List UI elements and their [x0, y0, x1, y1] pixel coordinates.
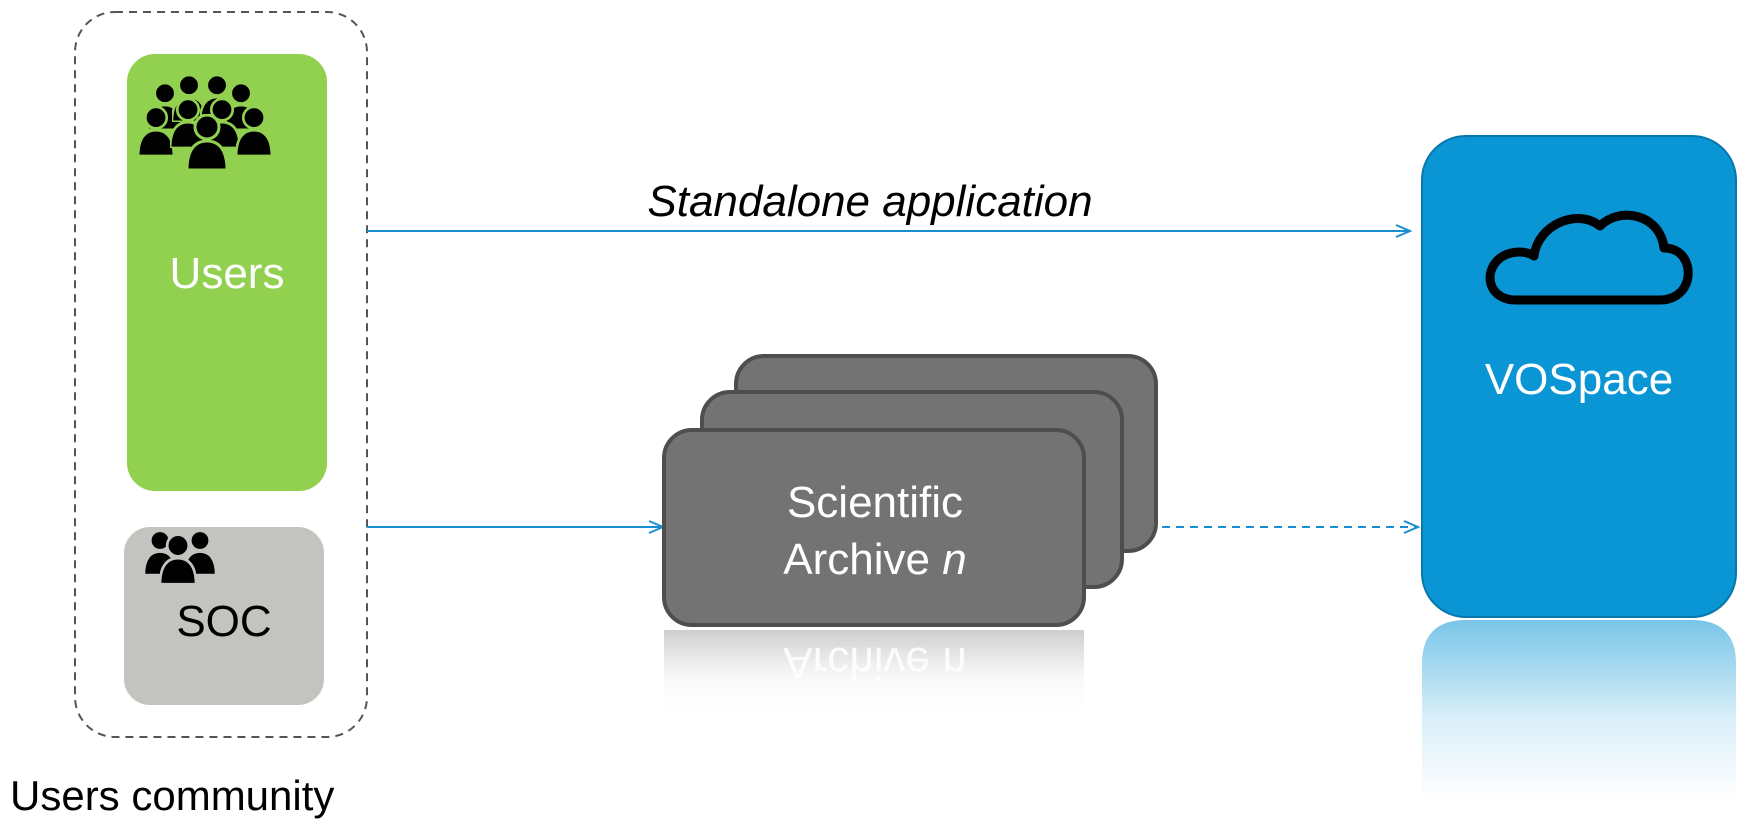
users-community-group-border: [74, 11, 368, 738]
users-community-caption: Users community: [10, 772, 334, 819]
soc-box[interactable]: SOC: [124, 527, 324, 705]
soc-label: SOC: [176, 597, 271, 646]
vospace-label: VOSpace: [1485, 355, 1673, 404]
archive-label-line1: Scientific: [787, 478, 963, 527]
archive-stack[interactable]: Scientific Archive n: [662, 354, 1158, 627]
vospace-reflection: [1422, 620, 1736, 800]
archive-label-line2: Archive n: [783, 535, 966, 584]
users-box[interactable]: Users: [127, 54, 327, 491]
users-label: Users: [170, 249, 285, 298]
archive-reflection: Archive n: [664, 630, 1084, 710]
standalone-application-label: Standalone application: [647, 177, 1092, 226]
vospace-box[interactable]: VOSpace: [1421, 135, 1737, 618]
archive-card-front: [662, 428, 1086, 627]
cloud-icon: [1485, 210, 1693, 305]
